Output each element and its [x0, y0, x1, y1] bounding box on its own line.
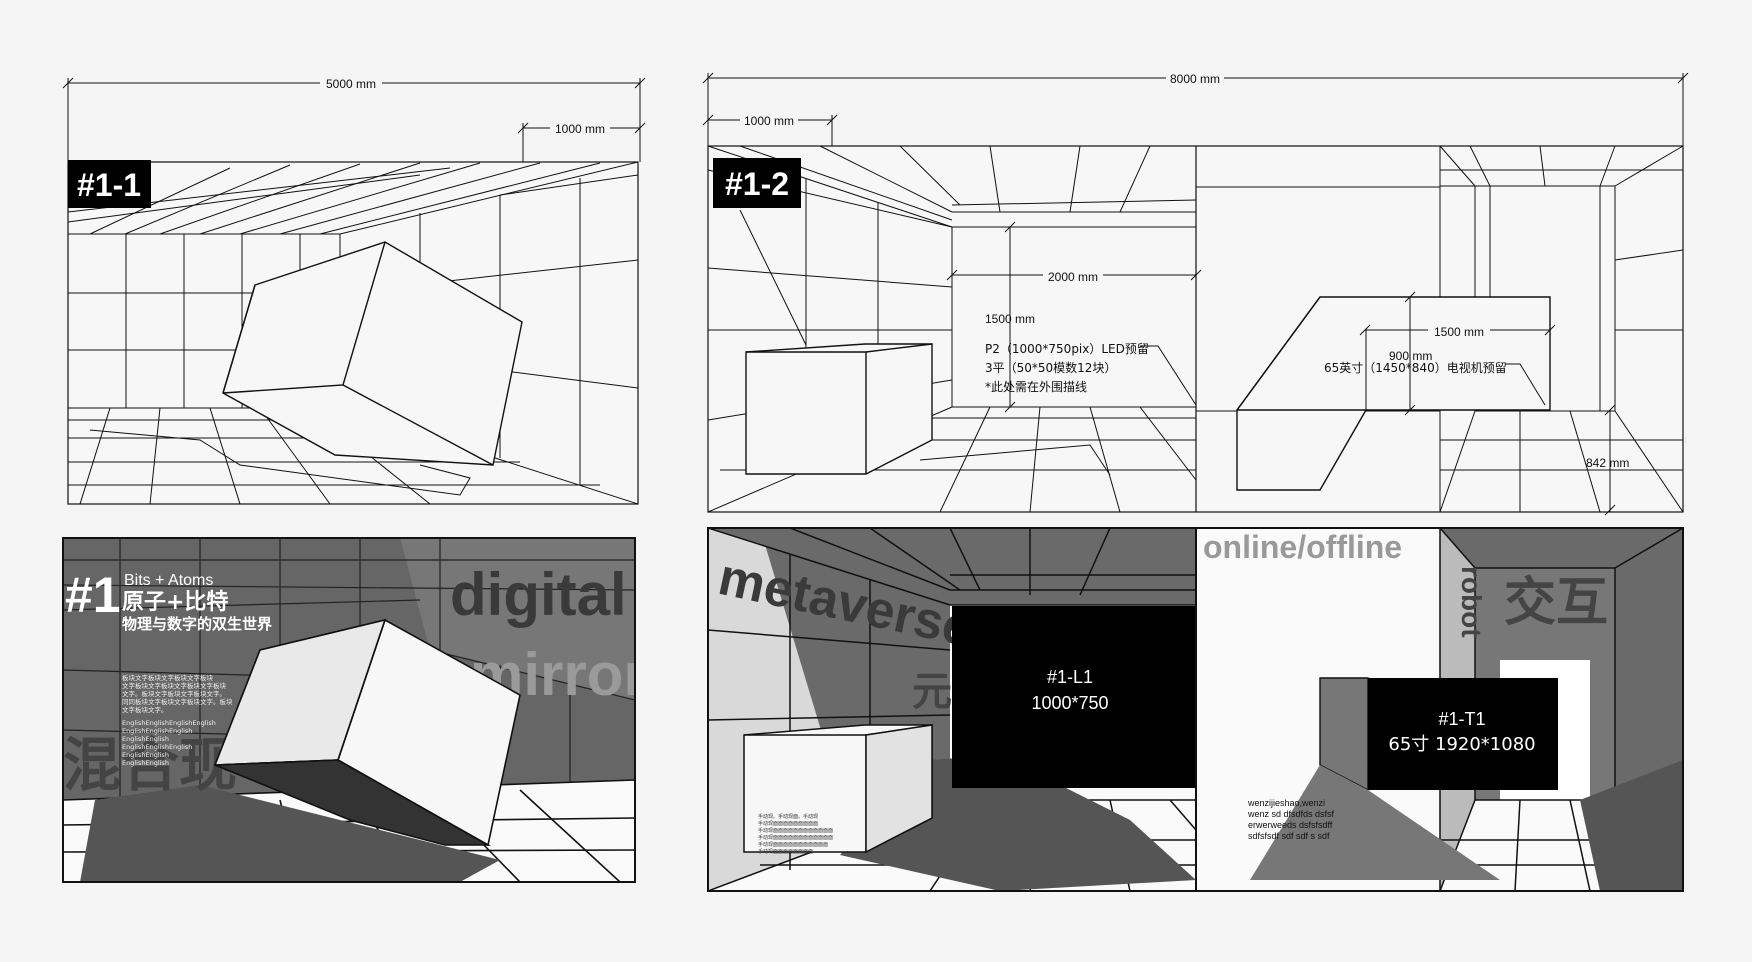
bl-en-title: Bits + Atoms — [124, 572, 213, 589]
cube-text-line: 手动现面面面面面面面面 — [758, 848, 813, 855]
watermark-cn: 混合现 — [63, 731, 237, 799]
led-note-3: *此处需在外围描线 — [985, 380, 1087, 394]
br-small-line: erwerweeds dsfsfsdff — [1248, 820, 1333, 830]
cube-text: 手动现。手动现面。手动现 手动现面面面面面面面面面 手动现面面面面面面面面面面面… — [758, 813, 833, 855]
bl-number: #1 — [65, 567, 121, 623]
panel-tr-line-drawing: 8000 mm 1000 mm — [702, 72, 1689, 516]
panel-br-render: metaverse 元宇宙 #1-L1 1000*750 手动现。手动现面。手动… — [707, 527, 1684, 892]
dim-part-label: 1000 mm — [555, 122, 605, 136]
tag-1-1: #1-1 — [77, 167, 141, 203]
dim-part-label-2: 1000 mm — [744, 114, 794, 128]
cube-line-tr — [745, 343, 933, 475]
dim-900-label: 900 mm — [1389, 349, 1432, 363]
dim-842-label: 842 mm — [1586, 456, 1629, 470]
watermark-digital: digital — [450, 561, 627, 628]
l1-title: #1-L1 — [1047, 667, 1093, 687]
dim-total-label-2: 8000 mm — [1170, 72, 1220, 86]
br-small-text: wenzijieshao,wenzi wenz sd dfsdfds dsfsf… — [1247, 798, 1335, 841]
led-note-1: P2（1000*750pix）LED预留 — [985, 342, 1149, 356]
dim-1500b-label: 1500 mm — [1434, 325, 1484, 339]
cube-line-tl — [222, 241, 523, 466]
panel-bl-render: digital mirror 混合现 #1 Bits + Atoms 原子+比特… — [62, 537, 636, 883]
br-small-line: wenz sd dfsdfds dsfsf — [1247, 809, 1335, 819]
tv-note: 65英寸（1450*840）电视机预留 — [1324, 360, 1507, 375]
cube-text-line: 手动现面面面面面面面面面面面面 — [758, 827, 833, 834]
led-panel-l1 — [952, 606, 1196, 788]
watermark-online-offline: online/offline — [1203, 529, 1402, 565]
bl-eng-line: EnglishEnglishEnglishEnglish — [122, 719, 216, 727]
led-note-2: 3平（50*50模数12块） — [985, 360, 1116, 375]
l1-size: 1000*750 — [1031, 693, 1108, 713]
panel-tl-line-drawing: 5000 mm 1000 mm — [62, 77, 646, 505]
bl-cn-subtitle: 物理与数字的双生世界 — [122, 615, 272, 633]
bl-body-text: 板块文字板块文字板块文字板块 文字板块文字板块文字板块文字板块 文字。板块文字板… — [122, 673, 233, 767]
cube-text-line: 手动现面面面面面面面面面 — [758, 820, 818, 827]
br-small-line: wenzijieshao,wenzi — [1247, 798, 1325, 808]
cube-text-line: 手动现面面面面面面面面面面面面 — [758, 834, 833, 841]
cube-render-br — [743, 724, 933, 854]
tag-1-2: #1-2 — [725, 166, 789, 202]
bl-cn-title: 原子+比特 — [122, 589, 228, 615]
cube-text-line: 手动现。手动现面。手动现 — [758, 813, 818, 820]
t1-size: 65寸 1920*1080 — [1388, 734, 1535, 755]
bl-body-line: 文字。板块文字板块文字板块文字。 — [122, 689, 226, 698]
bl-eng-line: EnglishEnglishEnglish — [122, 743, 192, 751]
watermark-jiaohu: 交互 — [1504, 573, 1608, 633]
dim-1500-label: 1500 mm — [985, 312, 1035, 326]
tv-panel-t1 — [1368, 678, 1558, 790]
dim-total-label: 5000 mm — [326, 77, 376, 91]
bl-eng-line: EnglishEnglish — [122, 751, 169, 759]
bl-eng-line: EnglishEnglish — [122, 759, 169, 767]
dim-2000-label: 2000 mm — [1048, 270, 1098, 284]
br-small-line: sdfsfsdf sdf sdf s sdf — [1248, 831, 1330, 841]
bl-eng-line: EnglishEnglishEnglish — [122, 727, 192, 735]
bl-body-line: 文字板块文字板块文字板块文字板块 — [122, 681, 227, 690]
t1-title: #1-T1 — [1438, 709, 1485, 729]
cube-render-bl — [213, 618, 521, 847]
bl-eng-line: EnglishEnglish — [122, 735, 169, 743]
watermark-robot: robot — [1456, 566, 1487, 638]
bl-body-line: 文字板块文字。 — [122, 705, 168, 714]
bl-body-line: 板块文字板块文字板块文字板块 — [122, 673, 214, 682]
cube-text-line: 手动现面面面面面面面面面面面 — [758, 841, 828, 848]
bl-body-line: 同同板块文字板块文字板块文字。板块 — [122, 697, 233, 706]
